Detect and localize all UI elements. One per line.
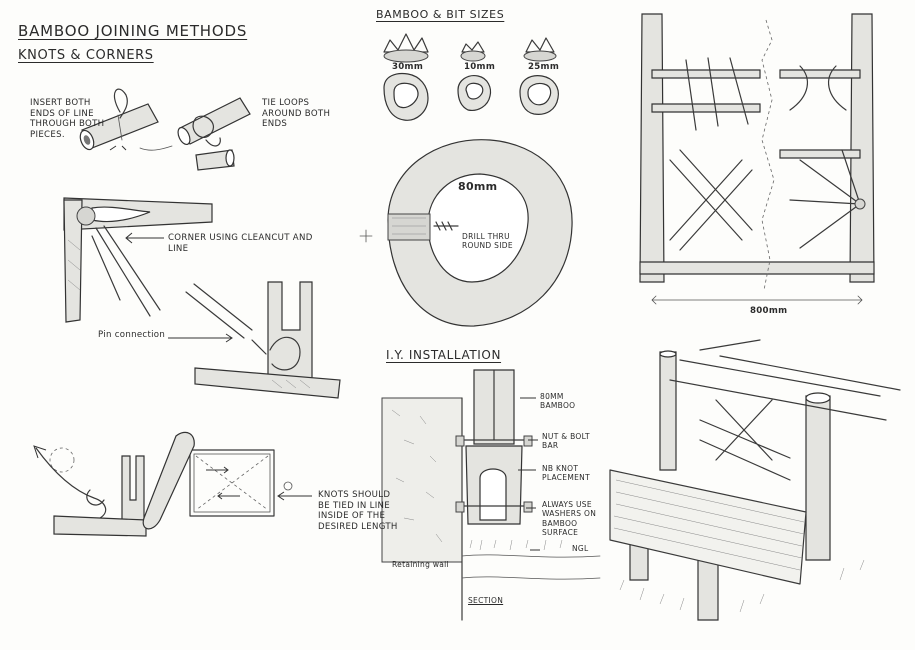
retaining-wall-label: Retaining wall xyxy=(392,560,449,569)
ngl-label: NGL xyxy=(572,544,589,553)
tie-note: Tie loops around both ends xyxy=(262,98,331,130)
platform-perspective xyxy=(609,339,901,621)
knot-tie-sketch xyxy=(139,97,251,171)
bit-size-10: 10mm xyxy=(464,62,496,72)
knot-insert-sketch xyxy=(79,88,159,151)
square-frame-sketch xyxy=(142,431,293,530)
ring-diameter-label: 80mm xyxy=(458,180,498,193)
sheet-subtitle: Knots & Corners xyxy=(18,48,154,63)
bit-size-30: 30mm xyxy=(392,62,424,72)
drill-note: Drill thru round side xyxy=(462,232,513,251)
section-label: Section xyxy=(468,596,504,605)
sheet-title: Bamboo Joining Methods xyxy=(18,22,248,40)
pin-connection-sketch xyxy=(185,281,341,399)
install-leader-lines xyxy=(518,397,540,551)
retaining-wall-section xyxy=(381,397,601,621)
frame-elevation xyxy=(639,13,875,305)
bit-sizes-title: Bamboo & Bit Sizes xyxy=(376,8,505,21)
inline-knot-sketch xyxy=(33,445,147,537)
corner-joint-sketch xyxy=(63,197,213,323)
drill-bit-30mm xyxy=(383,33,429,121)
corner-arrow xyxy=(125,232,164,244)
bit-size-25: 25mm xyxy=(528,62,560,72)
installation-title: I.Y. Installation xyxy=(386,348,502,362)
washer-note: Always use washers on bamboo surface xyxy=(542,500,597,538)
insert-note: Insert both ends of line through both pi… xyxy=(30,98,105,141)
drill-bit-10mm xyxy=(457,41,492,111)
knot-placement-label: NB knot placement xyxy=(542,464,590,483)
bamboo-size-label: 80mm bamboo xyxy=(540,392,576,411)
inline-note: Knots should be tied in line inside of t… xyxy=(318,490,398,533)
inline-arrow xyxy=(277,491,312,501)
pin-note: Pin connection xyxy=(98,330,166,340)
bamboo-ring-cross-section xyxy=(359,139,573,327)
frame-width-label: 800mm xyxy=(750,306,788,316)
installed-bamboo-pole xyxy=(455,369,533,525)
drill-bit-25mm xyxy=(519,37,559,115)
nut-bolt-label: Nut & bolt bar xyxy=(542,432,590,451)
pin-arrow xyxy=(168,333,233,343)
corner-note: Corner using cleancut and line xyxy=(168,233,313,254)
